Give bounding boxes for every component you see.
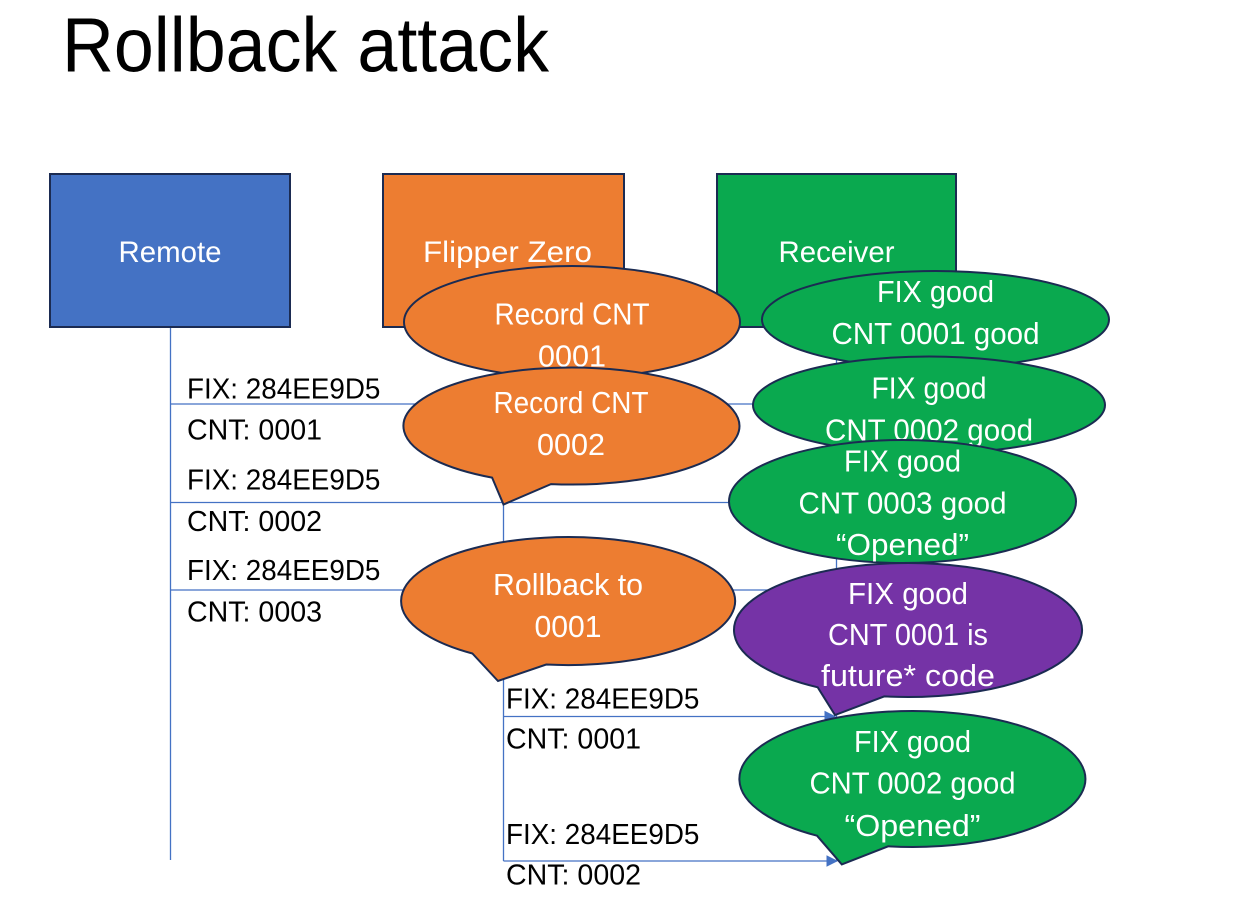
svg-text:FIX good: FIX good	[877, 275, 994, 309]
svg-text:CNT: 0001: CNT: 0001	[187, 415, 322, 447]
svg-text:FIX: 284EE9D5: FIX: 284EE9D5	[187, 374, 380, 406]
svg-text:Remote: Remote	[119, 236, 222, 269]
svg-text:FIX good: FIX good	[844, 445, 961, 479]
svg-text:future* code: future* code	[821, 659, 995, 693]
svg-text:Receiver: Receiver	[779, 236, 895, 269]
svg-text:CNT 0001 good: CNT 0001 good	[832, 317, 1040, 351]
svg-text:FIX good: FIX good	[872, 372, 987, 406]
svg-text:CNT: 0002: CNT: 0002	[187, 506, 322, 538]
svg-text:CNT 0001 is: CNT 0001 is	[828, 618, 988, 652]
svg-text:“Opened”: “Opened”	[836, 528, 969, 562]
svg-text:CNT 0003 good: CNT 0003 good	[799, 487, 1007, 521]
svg-text:CNT: 0001: CNT: 0001	[506, 724, 641, 756]
svg-text:FIX: 284EE9D5: FIX: 284EE9D5	[506, 684, 699, 716]
svg-text:Record CNT: Record CNT	[494, 386, 649, 420]
svg-text:FIX: 284EE9D5: FIX: 284EE9D5	[187, 465, 380, 497]
svg-text:CNT 0002 good: CNT 0002 good	[810, 767, 1016, 801]
svg-text:CNT: 0003: CNT: 0003	[187, 597, 322, 629]
svg-text:Rollback attack: Rollback attack	[62, 3, 549, 89]
svg-text:0002: 0002	[537, 428, 605, 462]
svg-text:Record CNT: Record CNT	[495, 298, 650, 332]
svg-text:FIX good: FIX good	[848, 577, 968, 611]
svg-text:“Opened”: “Opened”	[845, 809, 981, 843]
svg-text:0001: 0001	[535, 610, 602, 644]
svg-text:FIX: 284EE9D5: FIX: 284EE9D5	[187, 555, 380, 587]
svg-text:FIX good: FIX good	[854, 725, 971, 759]
svg-text:FIX: 284EE9D5: FIX: 284EE9D5	[506, 819, 699, 851]
svg-text:CNT: 0002: CNT: 0002	[506, 860, 641, 892]
svg-text:Flipper Zero: Flipper Zero	[423, 236, 592, 269]
svg-text:Rollback to: Rollback to	[493, 568, 643, 602]
